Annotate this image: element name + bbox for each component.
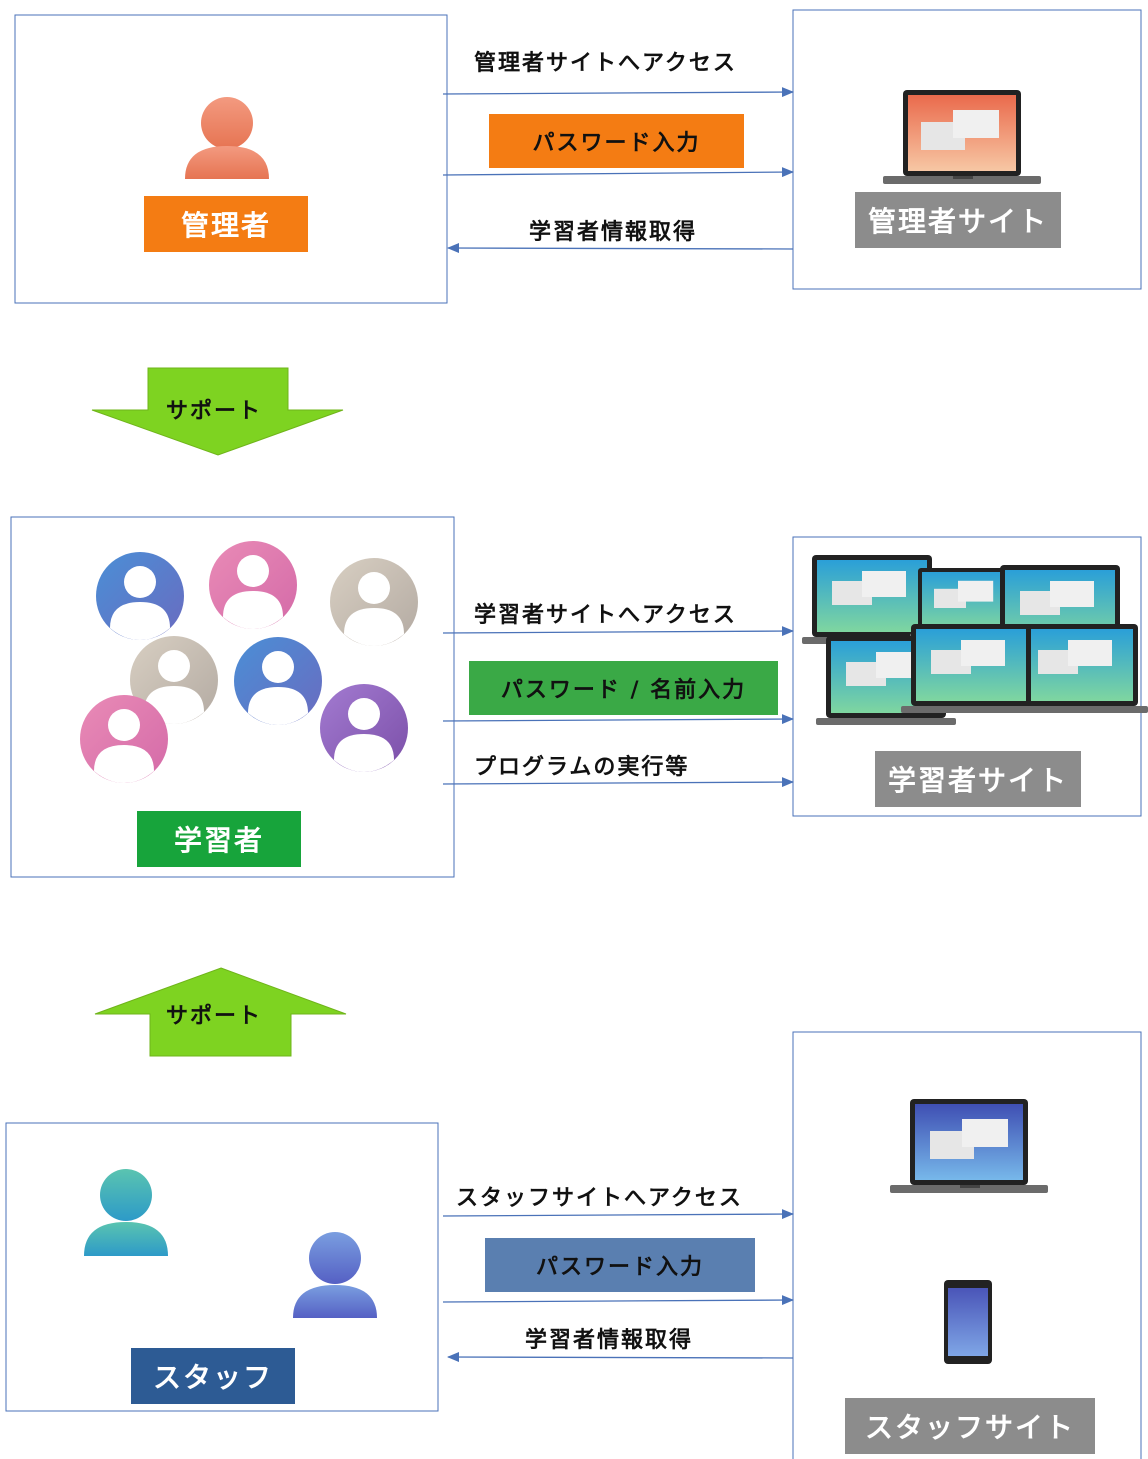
learner-avatar-group-icon bbox=[80, 541, 418, 783]
staff-access-arrow bbox=[442, 1209, 794, 1220]
support-up-label: サポート bbox=[166, 1004, 263, 1029]
staff-site-label: スタッフサイト bbox=[845, 1398, 1095, 1454]
learner-run-arrow bbox=[442, 777, 794, 788]
staff-access-label: スタッフサイトへアクセス bbox=[456, 1186, 743, 1211]
staff-get-arrow bbox=[447, 1352, 794, 1363]
staff-person-icon-2 bbox=[293, 1232, 377, 1318]
learner-password-arrow bbox=[442, 714, 794, 725]
staff-site-tablet-icon bbox=[944, 1280, 992, 1364]
staff-person-icon-1 bbox=[84, 1169, 168, 1256]
learner-password-label: パスワード / 名前入力 bbox=[469, 661, 778, 715]
learner-access-arrow bbox=[442, 626, 794, 637]
learner-access-label: 学習者サイトへアクセス bbox=[474, 603, 737, 628]
admin-get-arrow bbox=[447, 243, 794, 254]
support-down-label: サポート bbox=[166, 399, 263, 424]
admin-access-arrow bbox=[442, 87, 794, 98]
admin-site-laptop-icon bbox=[883, 90, 1041, 184]
staff-password-label: パスワード入力 bbox=[485, 1238, 755, 1292]
staff-label: スタッフ bbox=[131, 1348, 295, 1404]
staff-site-laptop-icon bbox=[890, 1099, 1048, 1193]
support-up-arrow-icon bbox=[94, 967, 347, 1057]
admin-password-arrow bbox=[442, 167, 794, 178]
learner-label: 学習者 bbox=[137, 811, 301, 867]
staff-password-arrow bbox=[442, 1295, 794, 1306]
admin-get-label: 学習者情報取得 bbox=[529, 220, 698, 245]
admin-person-icon bbox=[185, 97, 269, 179]
learner-run-label: プログラムの実行等 bbox=[474, 755, 690, 780]
learner-site-label: 学習者サイト bbox=[875, 751, 1081, 807]
learner-site-laptop-group-icon bbox=[802, 555, 1148, 725]
admin-access-label: 管理者サイトへアクセス bbox=[474, 51, 737, 76]
admin-site-label: 管理者サイト bbox=[855, 192, 1061, 248]
admin-password-label: パスワード入力 bbox=[489, 114, 744, 168]
support-down-arrow-icon bbox=[91, 367, 344, 456]
admin-label: 管理者 bbox=[144, 196, 308, 252]
staff-get-label: 学習者情報取得 bbox=[525, 1328, 694, 1353]
staff-site-box bbox=[792, 1031, 1142, 1459]
